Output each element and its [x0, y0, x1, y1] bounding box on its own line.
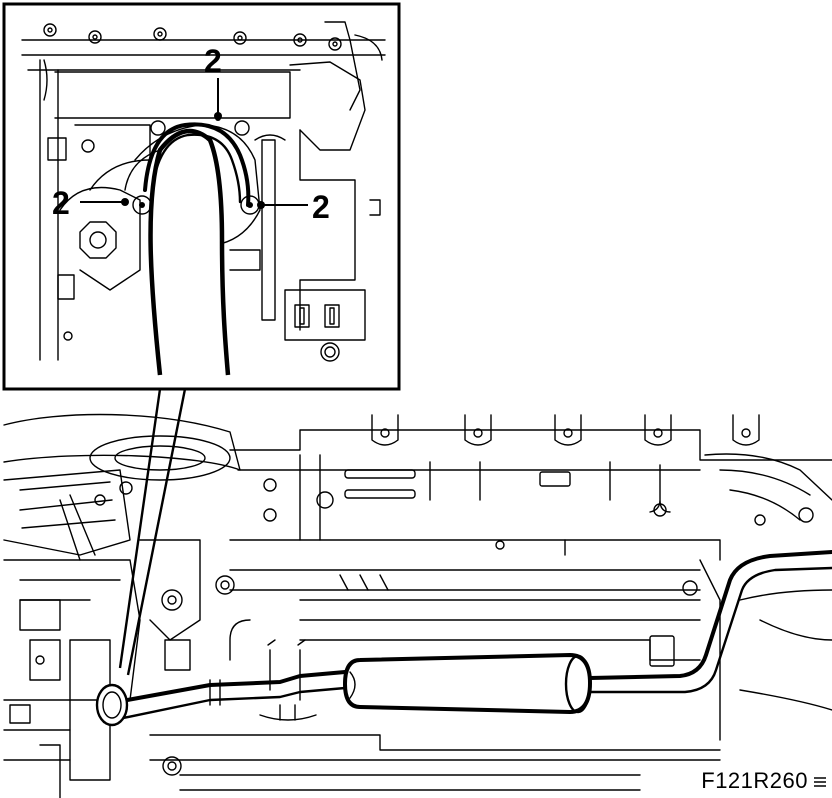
callout-right-label: 2	[312, 189, 330, 225]
exhaust-pipe-front	[95, 670, 347, 727]
underbody-view	[3, 413, 832, 798]
callout-top: 2	[204, 43, 222, 120]
exhaust-pipe-rear	[588, 550, 832, 694]
muffler	[343, 653, 592, 714]
callout-left: 2	[52, 185, 129, 221]
callout-top-label: 2	[204, 43, 222, 79]
inset-leader-lines	[118, 388, 187, 676]
detail-inset: 2 2 2	[2, 2, 401, 391]
callout-left-label: 2	[52, 185, 70, 221]
inset-exhaust-pipe	[143, 122, 251, 376]
inset-mechanism	[21, 21, 386, 362]
callout-right: 2	[257, 189, 330, 225]
mounting-tabs	[371, 414, 760, 446]
figure-code-marks	[814, 777, 826, 787]
figure-code: F121R260	[699, 768, 810, 794]
